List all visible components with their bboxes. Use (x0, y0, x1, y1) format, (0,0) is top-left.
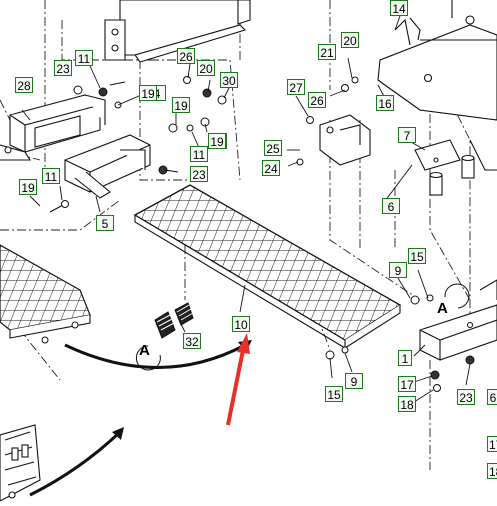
part-label-28: 28 (15, 77, 33, 93)
top-bracket (104, 0, 251, 63)
part-label-24: 24 (262, 160, 280, 176)
part-label-26: 26 (308, 92, 326, 108)
part-label-6: 6 (487, 389, 497, 405)
part-label-27: 27 (287, 79, 305, 95)
fasteners (4, 76, 475, 392)
part-label-32: 32 (183, 333, 201, 349)
part-label-14: 14 (390, 0, 408, 16)
step-bracket-4 (0, 94, 106, 161)
hinge-plate (319, 114, 371, 166)
part-label-9: 9 (389, 262, 407, 278)
part-label-1: 1 (398, 350, 412, 366)
part-label-15: 15 (325, 386, 343, 402)
part-label-15: 15 (408, 248, 426, 264)
red-pointer-arrow (226, 333, 250, 426)
angle-bracket-1 (419, 279, 497, 361)
callout-letter: A (139, 342, 150, 359)
part-label-9: 9 (345, 373, 363, 389)
part-label-5: 5 (96, 215, 114, 231)
top-right-frame (377, 0, 497, 121)
arrow-heads (112, 340, 252, 440)
part-label-11: 11 (190, 146, 208, 162)
part-label-19: 19 (139, 85, 157, 101)
motion-arrows (29, 343, 246, 497)
callout-letter: A (437, 300, 448, 317)
part-label-19: 19 (208, 133, 226, 149)
part-label-26: 26 (177, 48, 195, 64)
part-label-20: 20 (341, 32, 359, 48)
step-bracket-5 (64, 134, 151, 199)
part-label-23: 23 (54, 60, 72, 76)
callout-circles (135, 283, 470, 371)
bottom-left-assembly (0, 424, 41, 502)
part-label-23: 23 (457, 389, 475, 405)
part-label-19: 19 (19, 179, 37, 195)
part-label-6: 6 (382, 198, 400, 214)
part-label-17: 17 (398, 376, 416, 392)
part-label-19: 19 (172, 97, 190, 113)
part-label-23: 23 (190, 166, 208, 182)
part-label-11: 11 (75, 50, 93, 66)
spacers (414, 139, 497, 196)
part-label-18: 18 (398, 396, 416, 412)
part-label-21: 21 (318, 44, 336, 60)
part-label-25: 25 (264, 140, 282, 156)
part-label-7: 7 (398, 127, 416, 143)
part-label-20: 20 (197, 60, 215, 76)
part-label-16: 16 (376, 95, 394, 111)
part-label-30: 30 (220, 72, 238, 88)
part-label-18: 18 (487, 463, 497, 479)
part-label-17: 17 (487, 436, 497, 452)
step-grate-10 (133, 184, 402, 350)
springs-32 (154, 302, 194, 339)
part-label-11: 11 (42, 168, 60, 184)
left-grate (0, 244, 91, 344)
part-label-10: 10 (232, 316, 250, 332)
